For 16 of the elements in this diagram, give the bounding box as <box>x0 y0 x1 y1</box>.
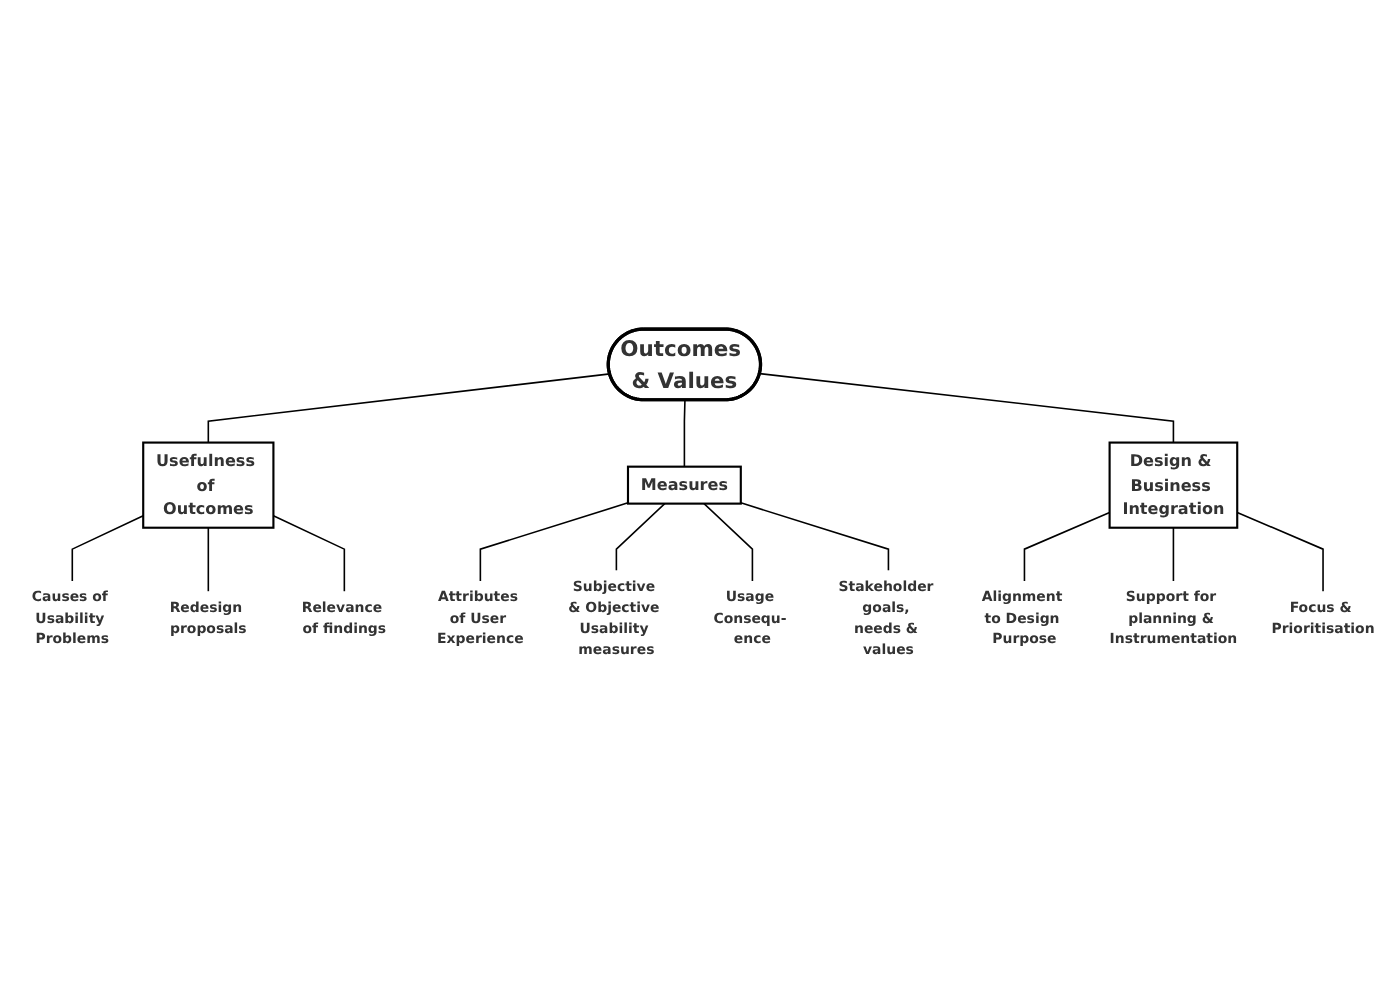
node-box: Design & Business Integration <box>1108 441 1239 529</box>
node-box: Usefulness of Outcomes <box>142 441 275 529</box>
connector <box>740 502 890 572</box>
connector <box>272 514 346 593</box>
connector <box>759 372 1175 444</box>
connector <box>479 502 629 582</box>
connector <box>1172 526 1175 582</box>
connector <box>207 526 210 593</box>
connector <box>615 502 666 572</box>
connector <box>71 514 145 582</box>
connector <box>207 373 611 444</box>
connector <box>703 502 754 582</box>
connector <box>1023 511 1111 582</box>
node-box: Measures <box>626 465 742 505</box>
connector <box>683 399 686 468</box>
connector <box>1236 511 1324 593</box>
